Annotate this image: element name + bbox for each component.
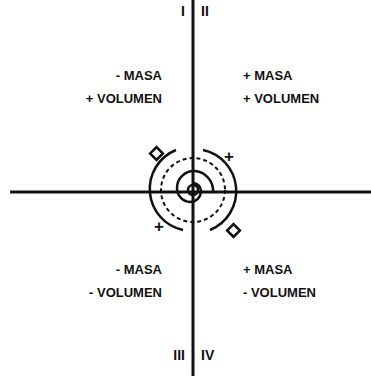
quadrant-label: + VOLUMEN [86, 91, 162, 106]
quadrant-number: II [200, 4, 210, 19]
quadrant-label: - MASA [116, 262, 162, 277]
quadrant-number: IV [200, 348, 215, 363]
quadrant-number: I [180, 4, 186, 19]
quadrant-number: III [172, 348, 186, 363]
vertical-axis [192, 0, 195, 376]
quadrant-label: - VOLUMEN [243, 285, 316, 300]
quadrant-label: - MASA [116, 68, 162, 83]
plus-sign: + [154, 218, 164, 235]
quadrant-label: + MASA [243, 262, 292, 277]
quadrant-label: + MASA [243, 68, 292, 83]
quadrant-label: + VOLUMEN [243, 91, 319, 106]
quadrant-label: - VOLUMEN [89, 285, 162, 300]
plus-sign: + [224, 148, 234, 165]
diamond-marker [150, 147, 240, 237]
